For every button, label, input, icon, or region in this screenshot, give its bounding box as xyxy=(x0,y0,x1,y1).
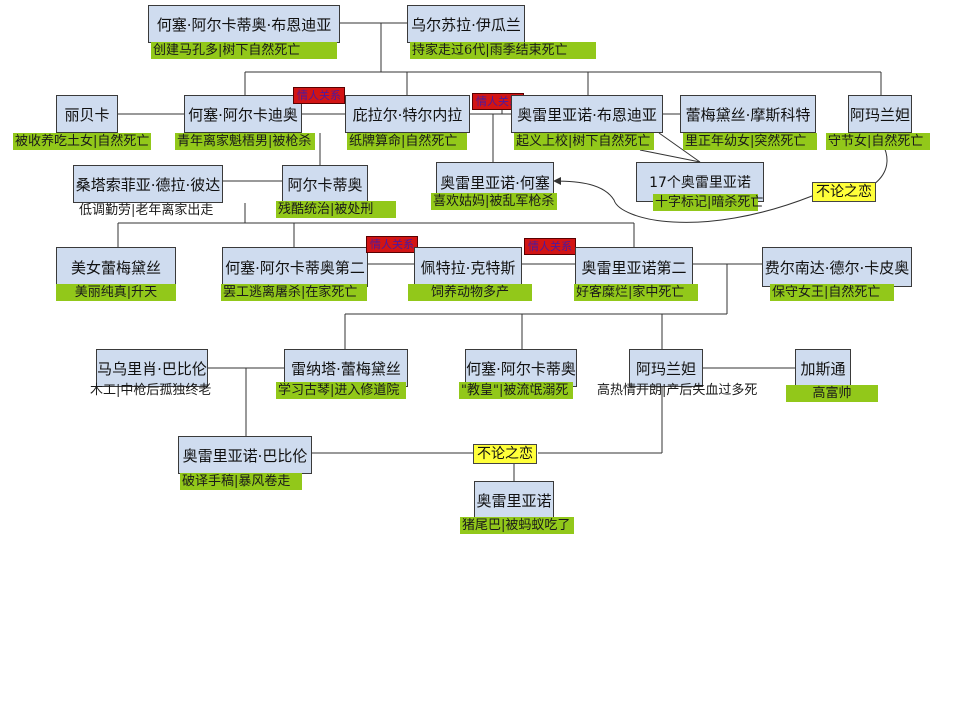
tag-lover-jose-arcadio-pilar: 情人关系 xyxy=(293,87,345,104)
node-pilar-ternera[interactable]: 庇拉尔·特尔内拉 xyxy=(345,95,470,133)
note-pilar-ternera: 纸牌算命|自然死亡 xyxy=(347,133,467,150)
note-amaranta-ursula: 高热情开朗|产后失血过多死 xyxy=(597,383,758,398)
node-aureliano-babilonia[interactable]: 奥雷里亚诺·巴比伦 xyxy=(178,436,312,474)
node-amaranta-ursula[interactable]: 阿玛兰妲 xyxy=(629,349,703,387)
note-rebeca: 被收养吃土女|自然死亡 xyxy=(13,133,151,150)
arrow-love-aureliano-jose xyxy=(553,177,813,223)
node-renata-remedios[interactable]: 雷纳塔·蕾梅黛丝 xyxy=(284,349,408,387)
note-ursula: 持家走过6代|雨季结束死亡 xyxy=(410,42,596,59)
node-jose-arcadio-pope[interactable]: 何塞·阿尔卡蒂奥 xyxy=(465,349,577,387)
note-arcadio: 残酷统治|被处刑 xyxy=(276,201,396,218)
note-jose-arcadio: 青年离家魁梧男|被枪杀 xyxy=(175,133,315,150)
node-ursula[interactable]: 乌尔苏拉·伊瓜兰 xyxy=(407,5,525,43)
note-remedios-moscote: 里正年幼女|突然死亡 xyxy=(683,133,817,150)
tag-lover-jose-petra: 情人关系 xyxy=(366,236,418,253)
label-love-any-1: 不论之恋 xyxy=(812,182,876,202)
node-jose-arcadio-buendia[interactable]: 何塞·阿尔卡蒂奥·布恩迪亚 xyxy=(148,5,340,43)
node-aureliano-last[interactable]: 奥雷里亚诺 xyxy=(474,481,554,519)
note-aureliano-babilonia: 破译手稿|暴风卷走 xyxy=(180,473,302,490)
node-colonel-aureliano[interactable]: 奥雷里亚诺·布恩迪亚 xyxy=(511,95,663,133)
node-mauricio-babilonia[interactable]: 马乌里肖·巴比伦 xyxy=(96,349,208,387)
note-gaston: 高富帅 xyxy=(786,385,878,402)
tag-lover-petra-aureliano: 情人关系 xyxy=(524,238,576,255)
node-gaston[interactable]: 加斯通 xyxy=(795,349,851,387)
node-petra-cotes[interactable]: 佩特拉·克特斯 xyxy=(414,247,522,287)
note-amaranta: 守节女|自然死亡 xyxy=(826,133,930,150)
node-jose-arcadio[interactable]: 何塞·阿尔卡迪奥 xyxy=(184,95,302,133)
node-amaranta[interactable]: 阿玛兰妲 xyxy=(848,95,912,133)
node-jose-arcadio-segundo[interactable]: 何塞·阿尔卡蒂奥第二 xyxy=(222,247,368,287)
node-remedios-beauty[interactable]: 美女蕾梅黛丝 xyxy=(56,247,176,287)
note-aureliano-jose: 喜欢姑妈|被乱军枪杀 xyxy=(431,193,557,210)
note-jose-arcadio-segundo: 罢工逃离屠杀|在家死亡 xyxy=(221,284,367,301)
connector-line xyxy=(658,132,701,163)
note-fernanda: 保守女王|自然死亡 xyxy=(770,284,894,301)
descent-seventeen xyxy=(639,149,701,163)
label-love-any-2: 不论之恋 xyxy=(473,444,537,464)
note-santa-sofia: 低调勤劳|老年离家出走 xyxy=(79,203,214,218)
note-jose-arcadio-buendia: 创建马孔多|树下自然死亡 xyxy=(151,42,337,59)
node-remedios-moscote[interactable]: 蕾梅黛丝·摩斯科特 xyxy=(680,95,816,133)
node-aureliano-segundo[interactable]: 奥雷里亚诺第二 xyxy=(575,247,693,287)
note-petra-cotes: 饲养动物多产 xyxy=(408,284,532,301)
note-jose-arcadio-pope: "教皇"|被流氓溺死 xyxy=(459,382,573,399)
node-santa-sofia[interactable]: 桑塔索菲亚·德拉·彼达 xyxy=(73,165,223,203)
note-colonel-aureliano: 起义上校|树下自然死亡 xyxy=(514,133,654,150)
note-seventeen-aurelianos: 十字标记|暗杀死亡 xyxy=(653,194,764,211)
note-aureliano-last: 猪尾巴|被蚂蚁吃了 xyxy=(460,517,574,534)
node-arcadio[interactable]: 阿尔卡蒂奥 xyxy=(282,165,368,203)
note-aureliano-segundo: 好客糜烂|家中死亡 xyxy=(574,284,698,301)
note-renata-remedios: 学习古琴|进入修道院 xyxy=(276,382,406,399)
note-mauricio-babilonia: 木工|中枪后孤独终老 xyxy=(90,383,212,398)
node-fernanda[interactable]: 费尔南达·德尔·卡皮奥 xyxy=(762,247,912,287)
node-rebeca[interactable]: 丽贝卡 xyxy=(56,95,118,133)
note-remedios-beauty: 美丽纯真|升天 xyxy=(56,284,176,301)
